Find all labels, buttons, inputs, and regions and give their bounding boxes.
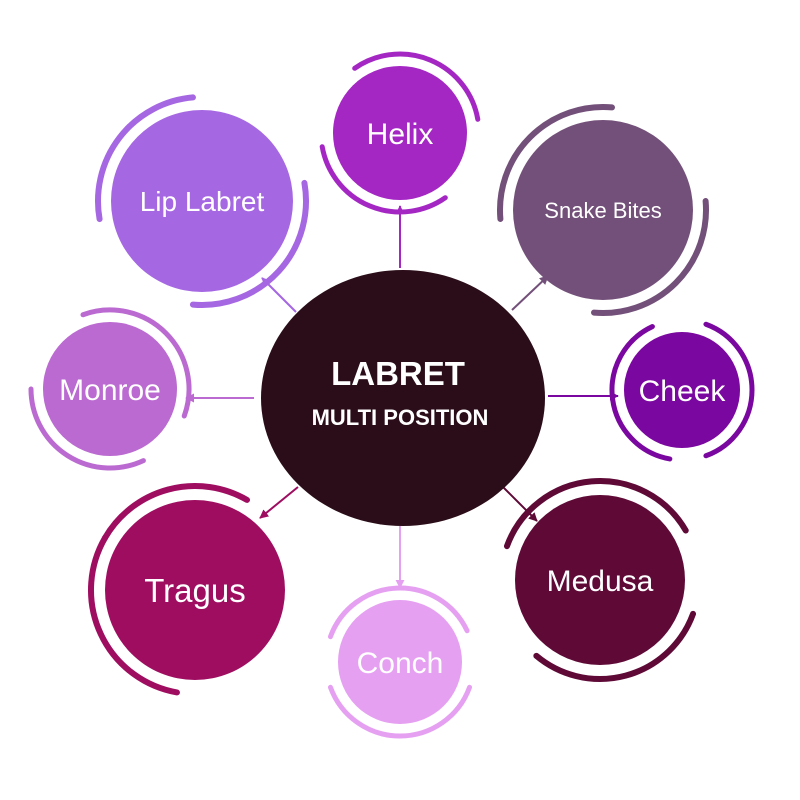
center-title: LABRET <box>331 355 465 392</box>
node-ring-arc-medusa <box>503 477 689 550</box>
node-ring-arc-snake-bites <box>497 104 615 222</box>
node-label-cheek: Cheek <box>639 375 727 408</box>
node-circle-medusa <box>515 495 685 665</box>
center-hub: LABRET MULTI POSITION <box>261 270 545 526</box>
node-ring-arc-medusa <box>533 610 697 682</box>
node-ring-arc-tragus <box>88 535 180 696</box>
node-lip-labret: Lip Labret <box>95 94 309 308</box>
connector-group <box>185 205 619 589</box>
node-snake-bites: Snake Bites <box>497 104 709 316</box>
node-label-helix: Helix <box>367 118 434 151</box>
center-circle <box>261 270 545 526</box>
node-ring-arc-cheek <box>609 324 673 462</box>
node-circle-monroe <box>43 322 177 456</box>
connector-arrow-medusa <box>502 486 538 522</box>
node-circle-lip-labret <box>111 110 293 292</box>
node-label-snake-bites: Snake Bites <box>544 198 661 223</box>
node-label-monroe: Monroe <box>59 374 161 407</box>
node-medusa: Medusa <box>503 477 697 682</box>
node-ring-arc-conch <box>327 585 470 640</box>
node-helix: Helix <box>319 51 481 215</box>
node-ring-arc-monroe <box>28 386 146 471</box>
node-cheek: Cheek <box>609 321 755 462</box>
node-ring-arc-snake-bites <box>591 198 709 316</box>
node-circle-cheek <box>624 332 740 448</box>
node-circle-helix <box>333 66 467 200</box>
node-ring-arc-lip-labret <box>95 94 196 223</box>
connector-arrow-snake-bites <box>511 275 549 311</box>
node-circle-conch <box>338 600 462 724</box>
node-ring-arc-monroe <box>80 307 192 419</box>
node-ring-arc-helix <box>319 144 448 215</box>
node-monroe: Monroe <box>28 307 192 471</box>
node-label-conch: Conch <box>357 647 444 680</box>
center-subtitle: MULTI POSITION <box>312 405 489 430</box>
node-ring-arc-tragus <box>101 483 250 541</box>
node-circle-snake-bites <box>513 120 693 300</box>
node-tragus: Tragus <box>88 483 285 696</box>
node-ring-arc-conch <box>327 684 473 739</box>
node-label-lip-labret: Lip Labret <box>140 186 265 217</box>
connector-arrow-tragus <box>259 486 299 519</box>
node-ring-arc-helix <box>352 51 481 122</box>
node-label-medusa: Medusa <box>547 565 654 598</box>
node-label-tragus: Tragus <box>144 572 245 609</box>
node-ring-arc-lip-labret <box>189 179 309 308</box>
node-ring-arc-cheek <box>703 321 755 459</box>
node-conch: Conch <box>327 585 473 739</box>
node-circle-tragus <box>105 500 285 680</box>
